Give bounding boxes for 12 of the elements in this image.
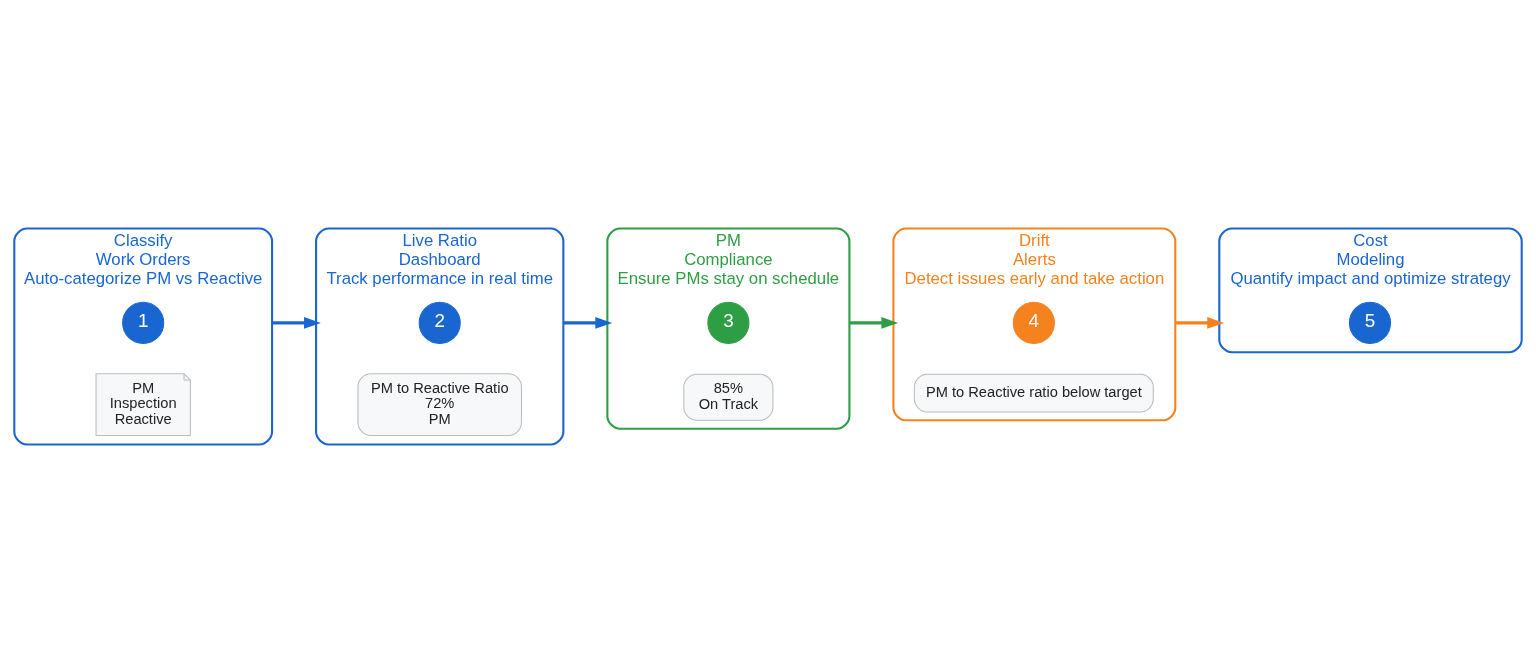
arrow [1175, 316, 1225, 329]
node-box: PM to Reactive Ratio 72% PM [357, 372, 522, 436]
node-circle: 3 [707, 301, 750, 344]
node-circle: 4 [1012, 301, 1055, 344]
node-box: 85% On Track [683, 373, 774, 421]
node-circle: 2 [418, 301, 461, 344]
arrow [563, 316, 613, 329]
node-circle: 5 [1348, 301, 1392, 344]
node-circle: 1 [122, 301, 165, 344]
arrow [849, 316, 899, 329]
node-box: PM to Reactive ratio below target [913, 373, 1154, 412]
arrow [272, 316, 321, 329]
